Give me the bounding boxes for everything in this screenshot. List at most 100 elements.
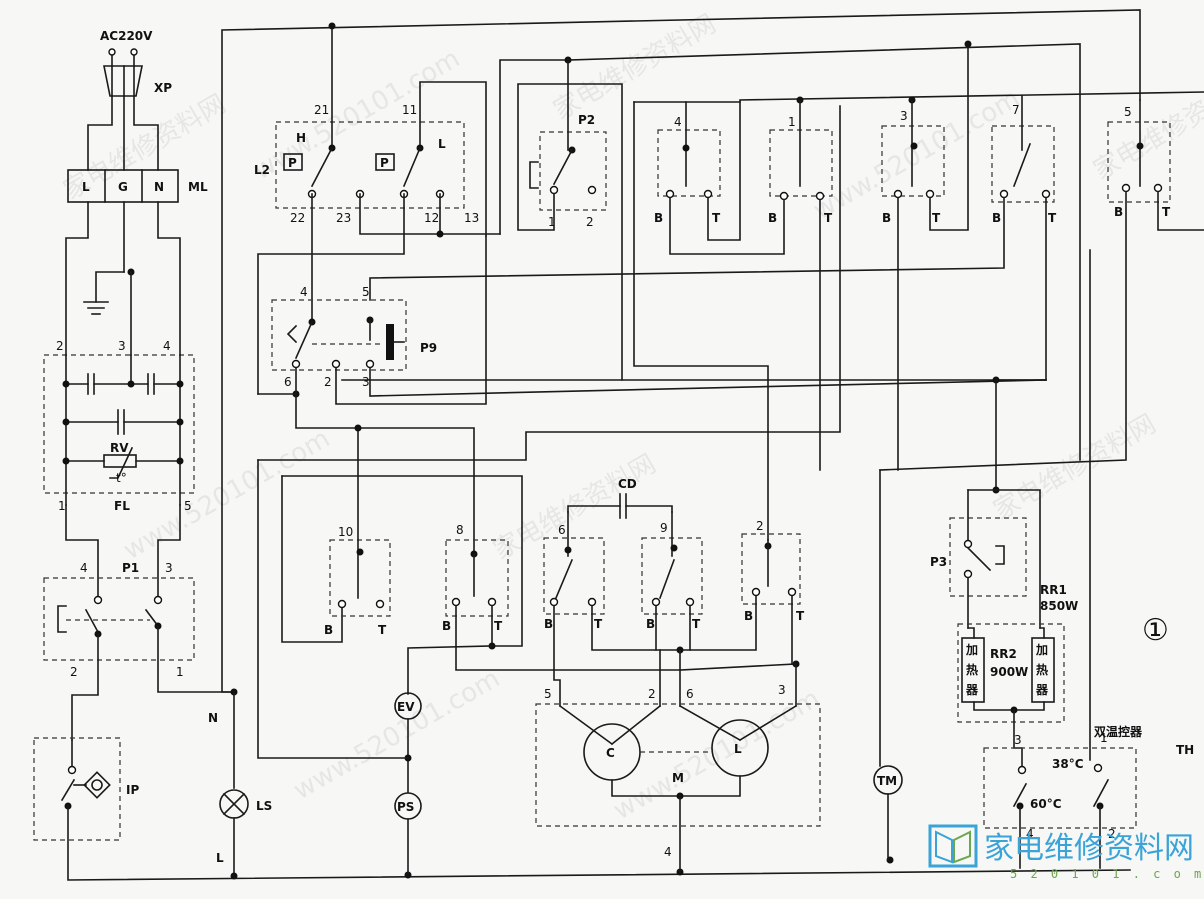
- svg-text:T: T: [1048, 211, 1057, 225]
- logo-title: 家电维修资料网: [984, 831, 1194, 866]
- svg-text:5: 5: [184, 499, 192, 513]
- svg-text:B: B: [882, 211, 891, 225]
- thermostat-label: TH: [1176, 743, 1194, 757]
- svg-text:器: 器: [1035, 683, 1049, 697]
- selector-label: L2: [254, 163, 270, 177]
- svg-text:B: B: [544, 617, 553, 631]
- heater-rr2-power: 900W: [990, 665, 1028, 679]
- watermark-text: 家电维修资料网: [549, 9, 722, 126]
- svg-text:4: 4: [664, 845, 672, 859]
- svg-text:P: P: [380, 156, 389, 170]
- svg-text:23: 23: [336, 211, 351, 225]
- svg-text:2: 2: [756, 519, 764, 533]
- svg-text:5: 5: [1124, 105, 1132, 119]
- watermark-text: 家电维修资料网: [1089, 69, 1204, 186]
- svg-text:B: B: [646, 617, 655, 631]
- svg-text:3: 3: [778, 683, 786, 697]
- svg-text:1: 1: [176, 665, 184, 679]
- svg-text:1: 1: [58, 499, 66, 513]
- svg-text:3: 3: [165, 561, 173, 575]
- svg-text:L: L: [438, 137, 446, 151]
- svg-text:B: B: [992, 211, 1001, 225]
- svg-text:T: T: [378, 623, 387, 637]
- svg-text:T: T: [1162, 205, 1171, 219]
- svg-text:5: 5: [362, 285, 370, 299]
- heater-rr2-label: RR2: [990, 647, 1017, 661]
- svg-text:9: 9: [660, 521, 668, 535]
- thermostat-60c: 60°C: [1030, 797, 1062, 811]
- switch-p9: 4 5 P9 6 2 3: [257, 235, 1047, 557]
- svg-text:加: 加: [1035, 642, 1048, 657]
- svg-text:B: B: [1114, 205, 1123, 219]
- svg-text:2: 2: [56, 339, 64, 353]
- svg-text:8: 8: [456, 523, 464, 537]
- selector-l2: L2 21 11 H L P P 22 23 12 13: [254, 22, 501, 395]
- svg-text:3: 3: [118, 339, 126, 353]
- svg-text:2: 2: [324, 375, 332, 389]
- svg-text:器: 器: [965, 683, 979, 697]
- svg-text:4: 4: [163, 339, 171, 353]
- svg-text:13: 13: [464, 211, 479, 225]
- svg-text:22: 22: [290, 211, 305, 225]
- svg-text:4: 4: [300, 285, 308, 299]
- svg-text:1: 1: [548, 215, 556, 229]
- site-logo: 家电维修资料网 5 2 0 1 0 1 . c o m: [928, 824, 1204, 881]
- svg-text:T: T: [824, 211, 833, 225]
- watermark-text: 家电维修资料网: [489, 449, 662, 566]
- valve-and-pressure: EV PS: [257, 459, 422, 876]
- watermark-text: www.520101.com: [609, 684, 826, 826]
- timer-label: TM: [877, 774, 897, 788]
- door-switch-p1: 4 P1 3 2 1: [43, 561, 235, 741]
- watermark-text: 家电维修资料网: [989, 409, 1162, 526]
- svg-text:B: B: [324, 623, 333, 637]
- figure-number: ①: [1142, 613, 1169, 648]
- line-label: L: [216, 851, 224, 865]
- bus-lines: N LS L: [208, 9, 1141, 880]
- door-switch-label: P1: [122, 561, 139, 575]
- switch-p2-label: P2: [578, 113, 595, 127]
- ac-voltage-label: AC220V: [100, 29, 153, 43]
- filter-fl: 2 3 4 RV t° 1 5 FL: [43, 339, 195, 599]
- lamp-label: LS: [256, 799, 272, 813]
- svg-text:T: T: [712, 211, 721, 225]
- logo-url: 5 2 0 1 0 1 . c o m: [1010, 867, 1204, 881]
- motor-label: M: [672, 771, 684, 785]
- svg-text:T: T: [932, 211, 941, 225]
- svg-text:6: 6: [686, 687, 694, 701]
- svg-text:1: 1: [788, 115, 796, 129]
- svg-text:T: T: [796, 609, 805, 623]
- svg-text:B: B: [442, 619, 451, 633]
- terminal-l-label: L: [82, 180, 90, 194]
- svg-text:t°: t°: [116, 471, 127, 485]
- neutral-label: N: [208, 711, 218, 725]
- terminal-n-label: N: [154, 180, 164, 194]
- svg-text:P: P: [288, 156, 297, 170]
- watermark-text: www.520101.com: [289, 664, 506, 806]
- terminal-block-label: ML: [188, 180, 208, 194]
- watermark-text: www.520101.com: [249, 44, 466, 186]
- svg-text:4: 4: [1026, 827, 1034, 841]
- filter-label: FL: [114, 499, 130, 513]
- svg-text:12: 12: [424, 211, 439, 225]
- svg-text:1: 1: [1100, 731, 1108, 745]
- inlet-valve-label: EV: [397, 700, 415, 714]
- svg-text:T: T: [692, 617, 701, 631]
- svg-text:热: 热: [1036, 662, 1048, 677]
- heater-rr1-power: 850W: [1040, 599, 1078, 613]
- thermostat-title: 双温控器: [1094, 724, 1143, 739]
- svg-text:6: 6: [284, 375, 292, 389]
- svg-text:5: 5: [544, 687, 552, 701]
- svg-text:2: 2: [70, 665, 78, 679]
- svg-text:3: 3: [900, 109, 908, 123]
- motor-l-label: L: [734, 742, 742, 756]
- svg-text:21: 21: [314, 103, 329, 117]
- watermark-text: www.520101.com: [119, 424, 336, 566]
- svg-text:2: 2: [586, 215, 594, 229]
- timer-tm: TM: [873, 469, 903, 861]
- terminal-block-ml: L G N ML: [65, 169, 208, 356]
- pressure-switch-label: IP: [126, 783, 139, 797]
- svg-text:T: T: [594, 617, 603, 631]
- heater-section: P3 RR1 850W 加 热 器 加 热 器 RR2 900W: [930, 376, 1078, 767]
